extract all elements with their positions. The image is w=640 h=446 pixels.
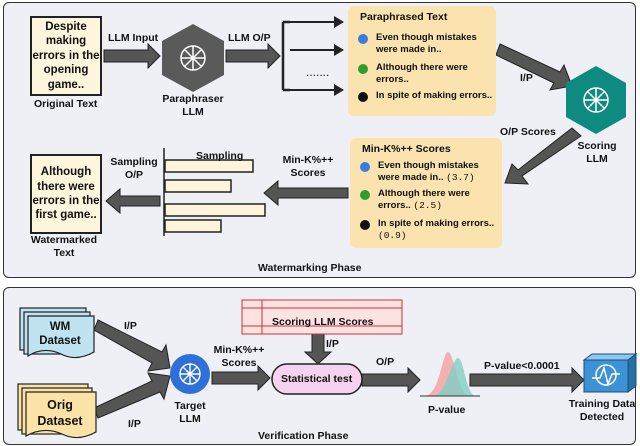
mink-item: In spite of making errors.. (0.9) (360, 218, 502, 243)
watermarking-phase-label: Watermarking Phase (258, 262, 362, 274)
mink-score: (0.9) (378, 230, 407, 242)
target-llm-icon (170, 354, 210, 394)
watermarked-text: Although there were errors in the first … (32, 166, 100, 222)
wm-dataset-docs (19, 307, 95, 359)
arrow-orig-target (93, 372, 171, 419)
detected-icon (582, 353, 638, 393)
watermarked-text-box: Although there were errors in the first … (30, 154, 102, 234)
arrow-sampling-op (105, 187, 161, 215)
paraphrased-item: Even though mistakes were made in.. (358, 32, 496, 57)
ip-label-top: I/P (124, 320, 137, 332)
llm-op-label: LLM O/P (228, 32, 271, 44)
detected-label: Training Data Detected (568, 398, 636, 424)
blue-dot-icon (360, 162, 370, 172)
mink-item: Even though mistakes were made in.. (3.7… (360, 160, 502, 185)
mink-scores-label: Min-K%++ Scores (282, 154, 334, 180)
pvalue-label: P-value (428, 404, 466, 416)
scoring-llm-icon (566, 66, 626, 134)
svg-text:.......: ....... (306, 65, 329, 79)
mink-title: Min-K%++ Scores (362, 143, 451, 155)
pvalue-condition-label: P-value<0.0001 (484, 360, 560, 372)
ip-label-mid: I/P (326, 338, 339, 350)
arrow-target-stat (211, 364, 271, 392)
paraphraser-icon (162, 24, 224, 92)
black-dot-icon (358, 92, 368, 102)
original-text-label: Original Text (34, 98, 98, 110)
green-dot-icon (358, 64, 368, 74)
orig-dataset-label: Orig Dataset (37, 398, 83, 428)
sampling-op-label: Sampling O/P (110, 156, 158, 182)
branch-arrowheads (334, 16, 344, 96)
mink-score: (2.5) (413, 200, 442, 212)
mink-score: (3.7) (446, 172, 475, 184)
statistical-test-pill (271, 363, 363, 395)
arrow-stat-pvalue (361, 366, 421, 394)
llm-input-label: LLM Input (108, 32, 159, 44)
scoring-llm-scores-label: Scoring LLM Scores (272, 316, 374, 328)
statistical-test-label: Statistical test (281, 373, 353, 385)
pvalue-distribution (420, 352, 480, 397)
watermarked-label: Watermarked Text (30, 234, 98, 260)
sampling-label: Sampling (196, 150, 244, 162)
black-dot-icon (360, 220, 370, 230)
arrow-wm-target (93, 319, 171, 372)
green-dot-icon (360, 190, 370, 200)
op-label: O/P (376, 356, 395, 368)
arrow-scores-stat (303, 333, 333, 365)
arrow-op-scores (504, 127, 582, 185)
wm-dataset-label: WM Dataset (39, 321, 81, 348)
arrow-llm-op (225, 42, 281, 70)
verification-phase-label: Verification Phase (258, 430, 349, 442)
sampling-chart (163, 148, 266, 236)
paraphraser-label: Paraphraser LLM (162, 93, 224, 119)
arrow-pvalue-detected (469, 366, 585, 394)
mink-panel: Min-K%++ Scores Even though mistakes wer… (350, 138, 502, 248)
ip-label: I/P (520, 72, 533, 84)
paraphrased-panel: Paraphrased Text Even though mistakes we… (348, 6, 496, 116)
paraphrased-item: Although there were errors.. (358, 62, 496, 87)
paraphrased-item: In spite of making errors.. (358, 90, 492, 102)
arrow-mink-sampling (263, 179, 349, 207)
op-scores-label: O/P Scores (500, 126, 556, 138)
watermarking-phase-panel (3, 2, 636, 278)
paraphrased-title: Paraphrased Text (360, 11, 448, 23)
verification-mink-label: Min-K%++ Scores (213, 344, 265, 370)
orig-dataset-docs (17, 383, 97, 439)
blue-dot-icon (358, 34, 368, 44)
arrow-ip-scoring (495, 43, 573, 91)
scoring-scores-table (241, 299, 403, 335)
original-text: Despite making errors in the opening gam… (32, 21, 100, 91)
original-text-box: Despite making errors in the opening gam… (30, 16, 102, 96)
ip-label-bottom: I/P (128, 418, 141, 430)
scoring-llm-label: Scoring LLM (577, 140, 617, 166)
arrow-llm-input (103, 42, 161, 70)
mink-item: Although there were errors.. (2.5) (360, 188, 502, 213)
target-llm-label: Target LLM (174, 400, 206, 426)
branch-fork (281, 20, 334, 92)
